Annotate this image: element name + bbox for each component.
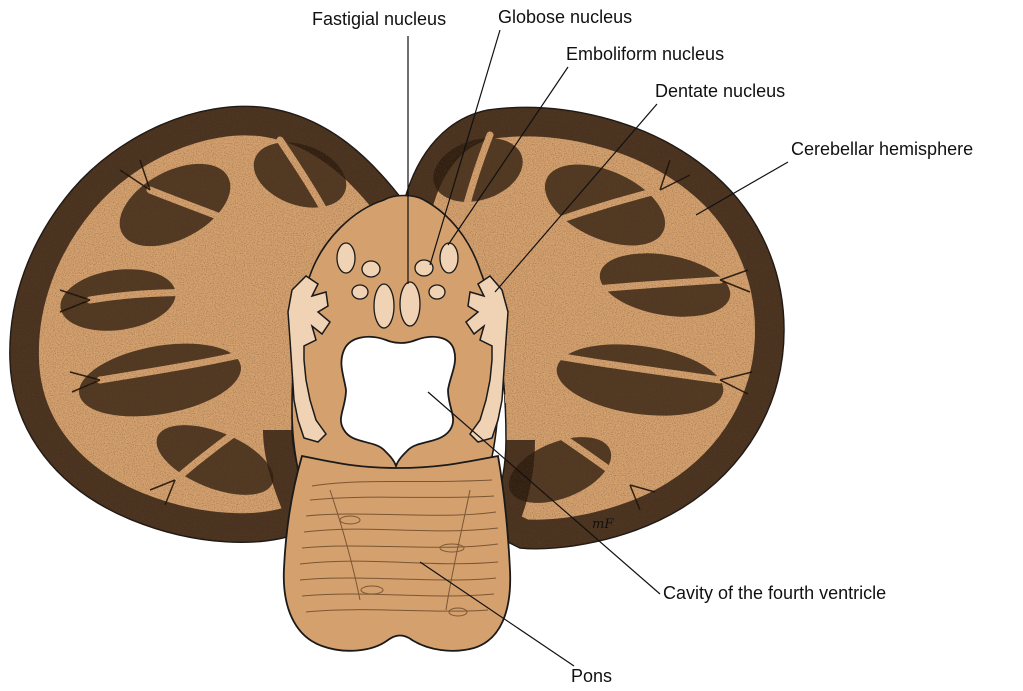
ventricle-leader (427, 391, 661, 595)
dentate-nucleus-left (287, 275, 331, 443)
globose-nucleus-right (428, 284, 446, 300)
emboliform-nucleus-left (336, 242, 356, 274)
dentate-nucleus-right (465, 275, 509, 443)
emboliform-leader (447, 66, 569, 246)
fourth-ventricle-label: Cavity of the fourth ventricle (663, 583, 887, 603)
deep-nuclei (336, 242, 459, 329)
leader-lines (407, 29, 789, 667)
pons-fibers (299, 479, 499, 617)
emboliform-nucleus-right (439, 242, 459, 274)
emboliform-nucleus-label: Emboliform nucleus (566, 44, 725, 64)
fastigial-nucleus-right (399, 281, 421, 327)
small-nucleus-right (414, 259, 434, 277)
globose-leader (429, 29, 501, 266)
globose-nucleus-label: Globose nucleus (498, 7, 633, 27)
pons-shape (282, 454, 512, 652)
small-nucleus-left (361, 260, 381, 278)
pons-label: Pons (571, 666, 613, 686)
fourth-ventricle-cavity (340, 335, 456, 469)
artist-signature: mF (592, 517, 614, 532)
dentate-leader (494, 103, 658, 293)
fastigial-nucleus-left (373, 283, 395, 329)
dentate-nucleus-label: Dentate nucleus (655, 81, 786, 101)
pons-leader (419, 561, 575, 667)
hemisphere-leader (695, 161, 789, 216)
cerebellar-hemisphere-label: Cerebellar hemisphere (791, 139, 974, 159)
globose-nucleus-left (351, 284, 369, 300)
fastigial-nucleus-label: Fastigial nucleus (312, 9, 447, 29)
